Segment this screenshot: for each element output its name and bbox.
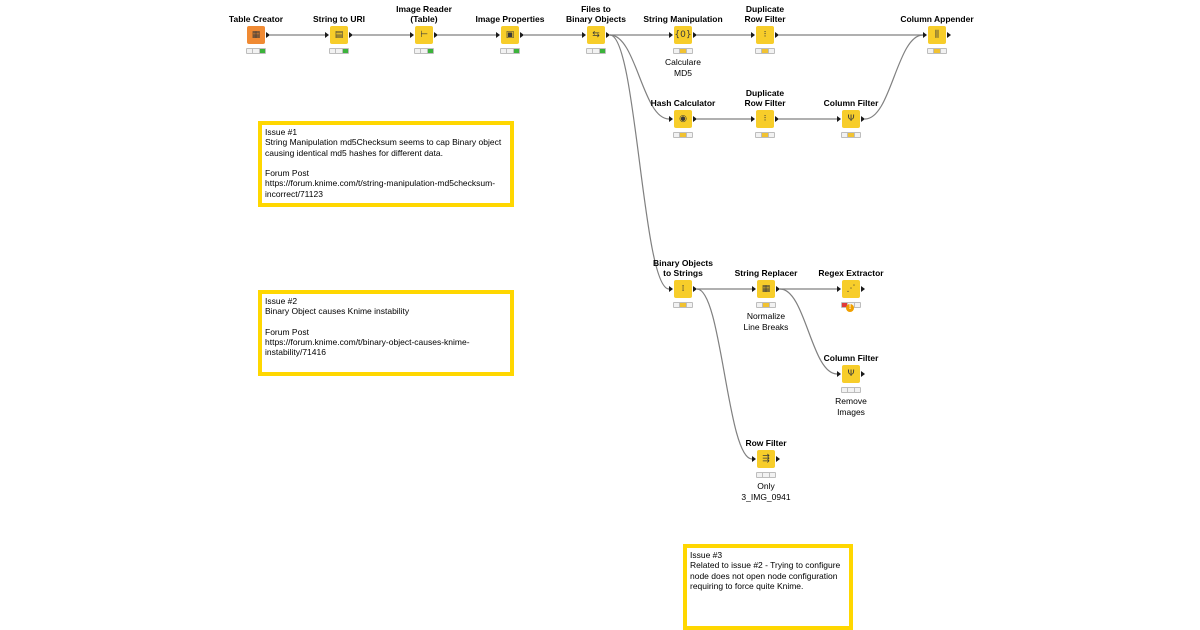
node-status-lights <box>756 472 776 478</box>
input-port[interactable] <box>751 32 755 38</box>
input-port[interactable] <box>582 32 586 38</box>
input-port[interactable] <box>752 456 756 462</box>
string-replacer-icon[interactable]: ▦ <box>757 280 775 298</box>
node-status-lights <box>841 132 861 138</box>
connection-n12-n14[interactable] <box>779 288 838 375</box>
node-title: Row Filter <box>745 438 787 448</box>
output-port[interactable] <box>693 116 697 122</box>
duplicate-row-filter-icon[interactable]: ⁝ <box>756 26 774 44</box>
node-title: Column Appender <box>900 14 974 24</box>
output-port[interactable] <box>693 32 697 38</box>
table-creator-icon[interactable]: ▦ <box>247 26 265 44</box>
connection-n4-n8[interactable] <box>609 34 670 120</box>
output-port[interactable] <box>776 286 780 292</box>
connection-n4-n11[interactable] <box>609 34 670 290</box>
node-title: Column Filter <box>823 98 879 108</box>
node-title: Image Properties <box>475 14 545 24</box>
connection-n11-n15[interactable] <box>696 288 753 460</box>
node-title: Column Filter <box>823 353 879 363</box>
input-port[interactable] <box>837 371 841 377</box>
row-filter-icon[interactable]: ⇶ <box>757 450 775 468</box>
column-appender-icon[interactable]: ⫼ <box>928 26 946 44</box>
node-status-lights <box>414 48 434 54</box>
node-title: Regex Extractor <box>818 268 884 278</box>
annotation-issue-2[interactable]: Issue #2 Binary Object causes Knime inst… <box>258 290 514 376</box>
image-reader-icon[interactable]: ⊢ <box>415 26 433 44</box>
node-label[interactable]: Calculare MD5 <box>665 57 701 78</box>
image-properties-icon[interactable]: ▣ <box>501 26 519 44</box>
input-port[interactable] <box>751 116 755 122</box>
output-port[interactable] <box>775 116 779 122</box>
node-title: Table Creator <box>228 14 284 24</box>
node-status-lights <box>673 48 693 54</box>
output-port[interactable] <box>266 32 270 38</box>
annotation-issue-1[interactable]: Issue #1 String Manipulation md5Checksum… <box>258 121 514 207</box>
input-port[interactable] <box>669 116 673 122</box>
node-title: Duplicate Row Filter <box>744 4 786 24</box>
node-title: Files to Binary Objects <box>566 4 626 24</box>
annotation-issue-3[interactable]: Issue #3 Related to issue #2 - Trying to… <box>683 544 853 630</box>
node-status-lights <box>586 48 606 54</box>
node-title: Duplicate Row Filter <box>744 88 786 108</box>
node-status-lights <box>500 48 520 54</box>
input-port[interactable] <box>496 32 500 38</box>
output-port[interactable] <box>947 32 951 38</box>
node-status-lights <box>755 48 775 54</box>
node-status-lights <box>927 48 947 54</box>
input-port[interactable] <box>410 32 414 38</box>
node-status-lights <box>329 48 349 54</box>
node-title: Hash Calculator <box>650 98 716 108</box>
column-filter-icon[interactable]: Ψ <box>842 365 860 383</box>
node-title: String Manipulation <box>643 14 723 24</box>
string-manipulation-icon[interactable]: {0} <box>674 26 692 44</box>
node-status-lights <box>246 48 266 54</box>
output-port[interactable] <box>434 32 438 38</box>
node-status-lights <box>755 132 775 138</box>
column-filter-icon[interactable]: Ψ <box>842 110 860 128</box>
duplicate-row-filter-icon[interactable]: ⁝ <box>756 110 774 128</box>
node-label[interactable]: Only 3_IMG_0941 <box>741 481 791 502</box>
node-title: String to URI <box>313 14 365 24</box>
node-title: Image Reader (Table) <box>396 4 452 24</box>
files-to-binary-icon[interactable]: ⇆ <box>587 26 605 44</box>
node-status-lights <box>673 302 693 308</box>
output-port[interactable] <box>861 371 865 377</box>
output-port[interactable] <box>861 286 865 292</box>
regex-extractor-icon[interactable]: ⋰ <box>842 280 860 298</box>
node-title: Binary Objects to Strings <box>653 258 713 278</box>
output-port[interactable] <box>606 32 610 38</box>
output-port[interactable] <box>349 32 353 38</box>
input-port[interactable] <box>837 286 841 292</box>
input-port[interactable] <box>837 116 841 122</box>
node-status-lights <box>756 302 776 308</box>
binary-to-strings-icon[interactable]: ⁞ <box>674 280 692 298</box>
output-port[interactable] <box>693 286 697 292</box>
output-port[interactable] <box>520 32 524 38</box>
hash-calculator-icon[interactable]: ◉ <box>674 110 692 128</box>
input-port[interactable] <box>669 286 673 292</box>
output-port[interactable] <box>776 456 780 462</box>
node-title: String Replacer <box>734 268 798 278</box>
node-status-lights <box>841 387 861 393</box>
input-port[interactable] <box>669 32 673 38</box>
input-port[interactable] <box>325 32 329 38</box>
node-label[interactable]: Normalize Line Breaks <box>743 311 789 332</box>
node-status-lights <box>673 132 693 138</box>
output-port[interactable] <box>775 32 779 38</box>
string-to-uri-icon[interactable]: ▤ <box>330 26 348 44</box>
output-port[interactable] <box>861 116 865 122</box>
input-port[interactable] <box>923 32 927 38</box>
connection-n10-n7[interactable] <box>864 34 924 120</box>
warning-icon: ! <box>846 304 854 312</box>
input-port[interactable] <box>752 286 756 292</box>
node-label[interactable]: Remove Images <box>835 396 867 417</box>
